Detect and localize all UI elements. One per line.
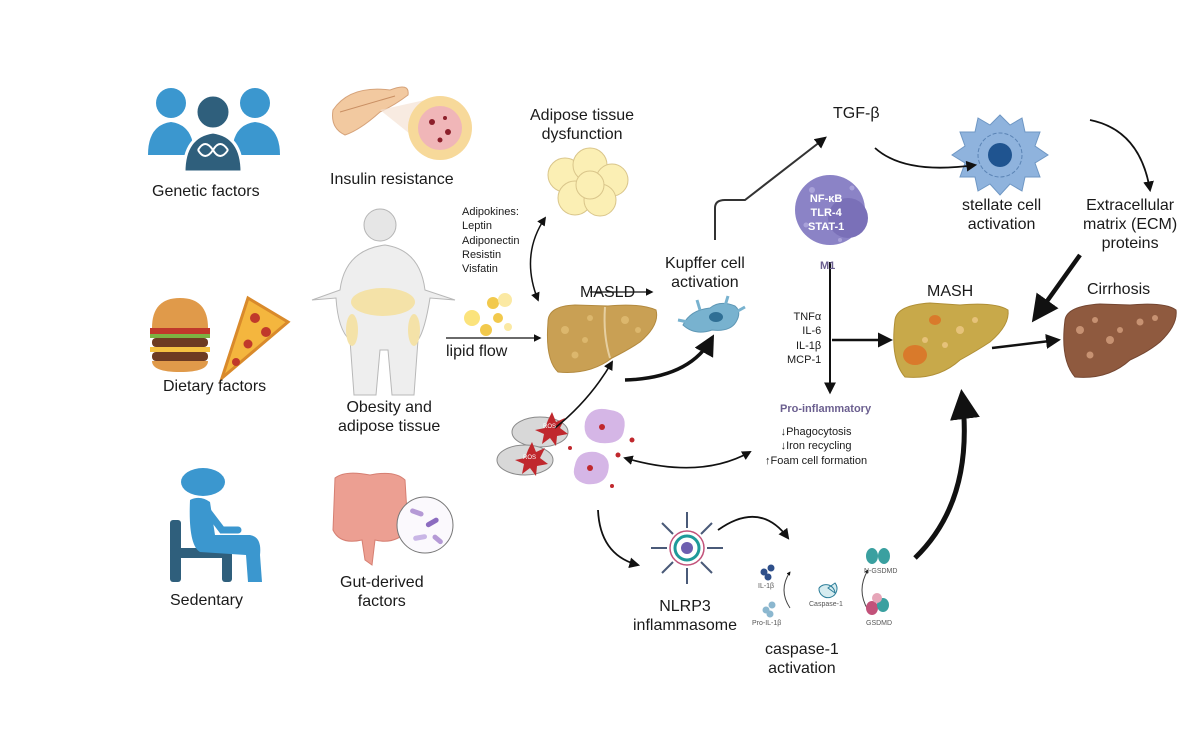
stellate-label-line2: activation [967,216,1036,234]
arrow-ros-proinflammatory [623,451,752,469]
mash-liver-icon [893,302,1009,378]
nlrp3-label: NLRP3 inflammasome [633,597,737,635]
obese-body-icon [311,208,456,396]
ros-label-1: ROS [543,424,557,430]
adipokines-header: Adipokines: [462,206,519,218]
kupffer-label-line1: Kupffer cell [665,255,745,272]
m1-macrophage-icon [795,175,868,245]
mash-label: MASH [927,283,974,300]
pro-il1b-label: Pro-IL-1β [752,620,782,627]
arrow-kupffer-tgf [714,136,827,240]
kupffer-label-line2: activation [671,274,739,292]
tgf-beta-label: TGF-β [833,105,880,122]
inflammatory-cells-icon [568,408,635,488]
adipokine-item: Resistin [462,248,502,261]
dietary-factors-label: Dietary factors [163,378,267,395]
m1-marker: TLR-4 [810,206,842,219]
burger-icon [150,298,210,372]
genetic-factors-label: Genetic factors [152,183,260,200]
masld-liver-icon [547,304,658,373]
genetic-people-icon [148,88,280,174]
caspase-activation-line1: caspase-1 [765,641,839,658]
gut-derived-label: Gut-derived factors [340,573,424,611]
cirrhosis-liver-icon [1063,303,1177,378]
effect-item: ↓Phagocytosis [780,426,852,438]
adipose-cells-icon [547,147,629,217]
caspase-activation-label: caspase-1 activation [765,640,839,678]
gut-label-line2: factors [357,593,406,611]
ecm-label-line3: proteins [1101,235,1159,253]
adipose-label-line2: dysfunction [541,126,623,144]
il1b-label: IL-1β [758,583,775,590]
stellate-cell-icon [951,114,1049,196]
ros-label-2: ROS [523,455,537,461]
arrow-masld-kupffer-curve [624,334,715,382]
nlrp3-inflammasome-icon [651,512,723,584]
arrow-mash-cirrhosis [991,333,1061,350]
m1-marker: STAT-1 [808,220,845,233]
gut-label-line1: Gut-derived [340,574,424,591]
pizza-icon [218,295,291,383]
stellate-label-line1: stellate cell [962,197,1042,214]
ecm-label: Extracellular matrix (ECM) proteins [1083,196,1177,254]
adipose-dysfunction-label: Adipose tissue dysfunction [530,106,634,144]
stellate-label: stellate cell activation [962,196,1041,234]
ecm-label-line1: Extracellular [1086,197,1175,214]
caspase-activation-line2: activation [768,660,836,678]
gsdmd-label: GSDMD [866,620,893,627]
m1-marker: NF-κB [809,193,843,205]
arrow-caspase-mash [913,389,980,560]
insulin-resistance-label: Insulin resistance [330,171,454,188]
cytokine-item: IL-6 [802,325,822,338]
n-gsdmd-label: N-GSDMD [864,568,898,575]
adipokine-item: Adiponectin [462,234,520,247]
m1-label: M1 [820,260,836,272]
pro-inflammatory-effects: ↓Phagocytosis ↓Iron recycling ↑Foam cell… [765,425,867,468]
gut-microbiome-icon [332,472,454,566]
pancreas-icon [332,86,472,160]
obesity-label: Obesity and adipose tissue [338,398,440,436]
arrow-ros-nlrp3 [597,509,641,569]
nlrp3-label-line1: NLRP3 [659,598,711,615]
adipose-label-line1: Adipose tissue [530,107,635,124]
pro-inflammatory-title: Pro-inflammatory [780,403,872,415]
cytokine-item: MCP-1 [787,353,822,366]
effect-item: ↑Foam cell formation [765,454,868,467]
obesity-label-line2: adipose tissue [338,418,441,436]
arrow-nlrp3-caspase [717,515,790,540]
caspase-panel-icon [760,548,890,618]
lipid-droplets-icon [464,293,512,336]
sedentary-person-icon [170,468,262,582]
kupffer-label: Kupffer cell activation [665,254,745,292]
arrow-adipokines-adipose [529,216,547,302]
caspase-label: Caspase-1 [809,601,843,608]
m1-markers: NF-κB TLR-4 STAT-1 [808,193,844,234]
sedentary-label: Sedentary [170,592,243,609]
cytokine-item: TNFα [793,311,822,323]
adipokine-item: Visfatin [462,263,498,276]
masld-label: MASLD [580,284,636,301]
cytokine-item: IL-1β [795,339,822,352]
cytokines-list: TNFα IL-6 IL-1β MCP-1 [787,310,821,367]
arrow-ecm-cirrhosis [1031,253,1082,323]
arrow-tgf-stellate [874,147,978,172]
kupffer-cell-icon [677,295,746,333]
obesity-label-line1: Obesity and [346,399,432,416]
mitochondria-ros-icon [496,412,569,476]
arrow-ros-masld [554,360,613,429]
adipokine-item: Leptin [462,220,492,233]
arrow-stellate-ecm [1089,119,1154,193]
cirrhosis-label: Cirrhosis [1087,281,1151,298]
effect-item: ↓Iron recycling [780,440,852,453]
adipokines-list: Adipokines: Leptin Adiponectin Resistin … [462,205,520,276]
arrows [446,119,1154,569]
lipid-flow-label: lipid flow [446,343,508,360]
nlrp3-label-line2: inflammasome [633,617,738,635]
ecm-label-line2: matrix (ECM) [1083,216,1178,234]
